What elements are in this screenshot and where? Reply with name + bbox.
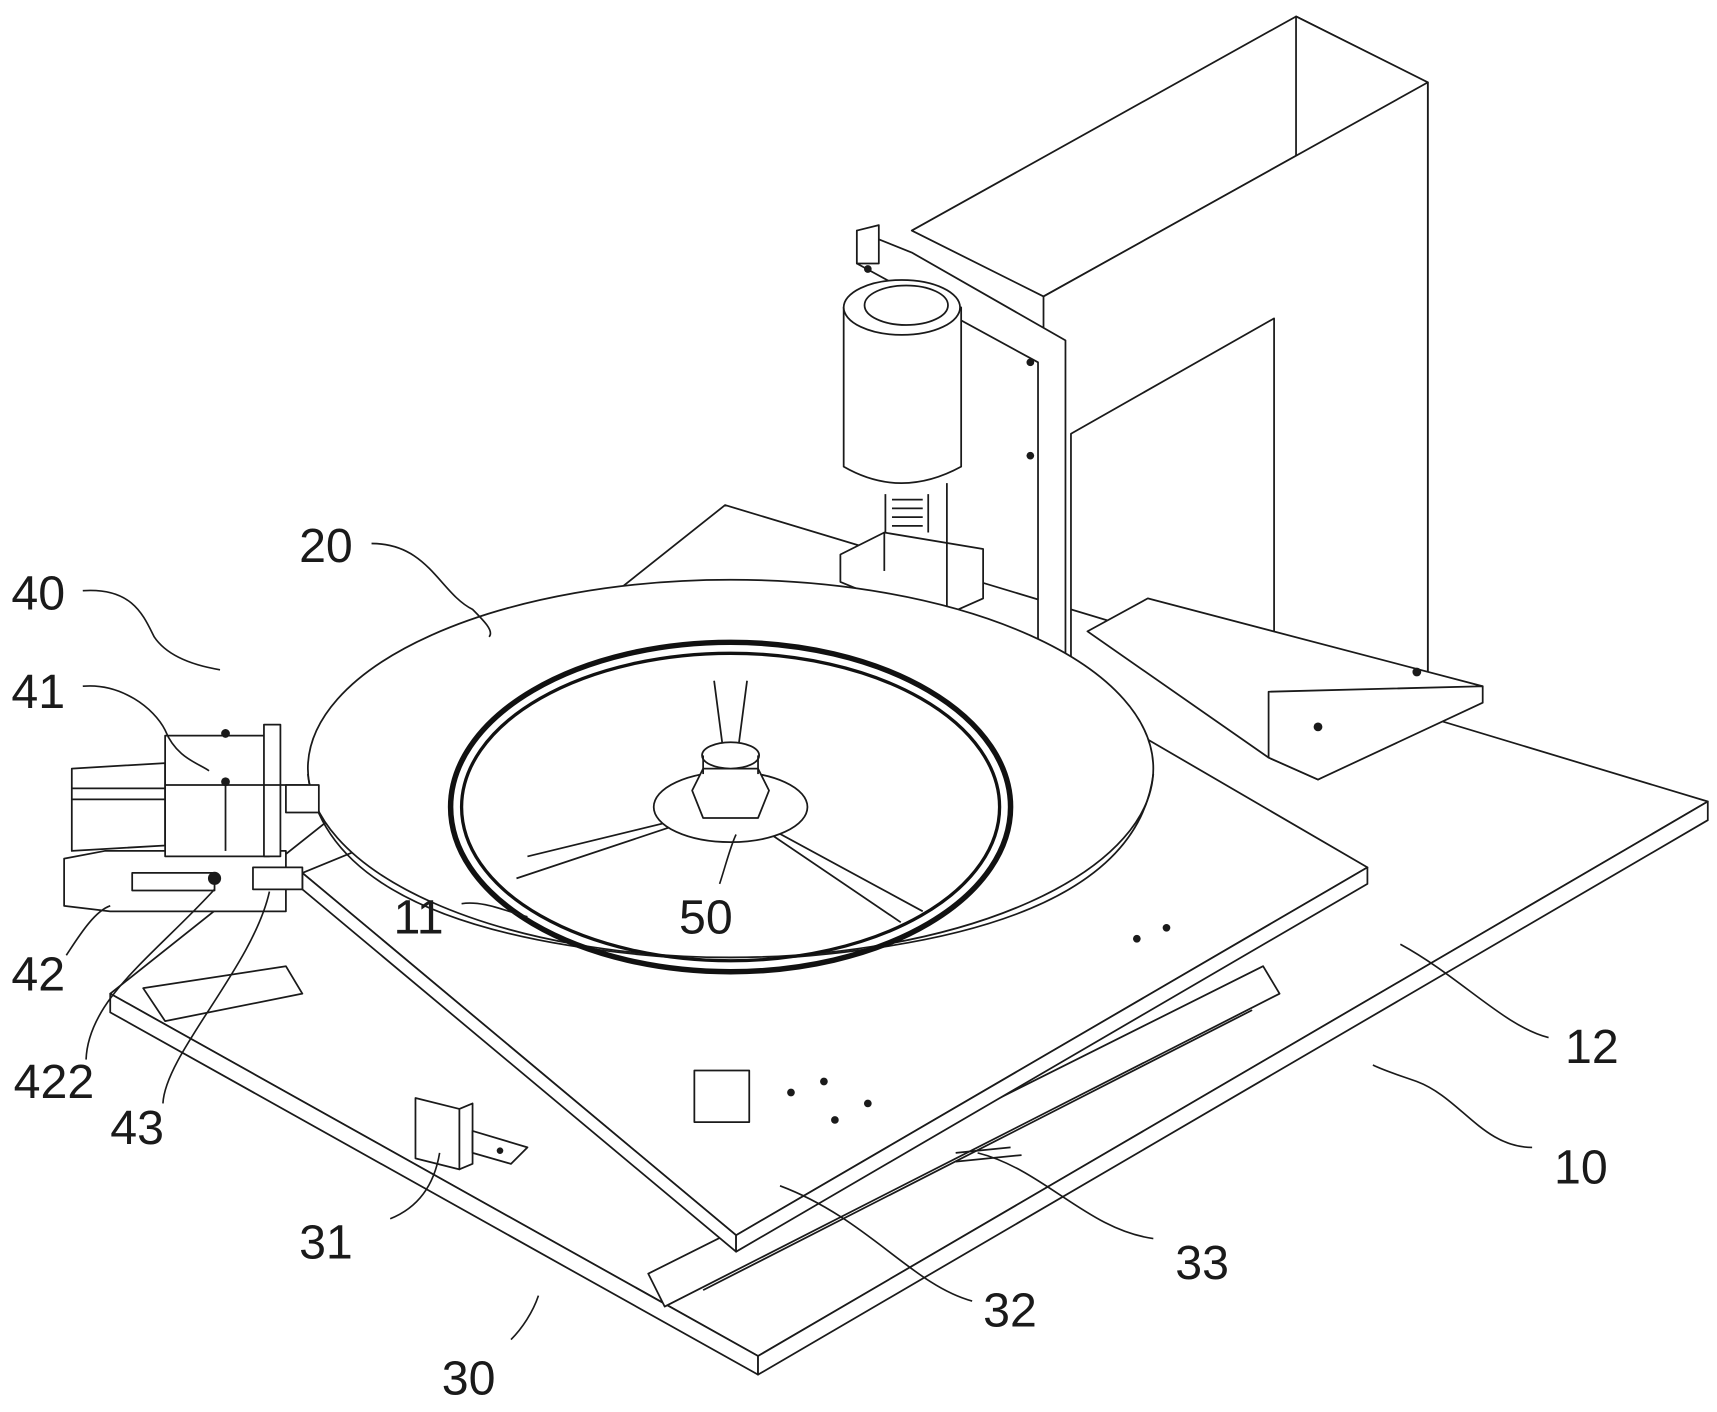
label-422: 422 (14, 1055, 95, 1109)
label-43: 43 (110, 1101, 164, 1155)
label-20: 20 (299, 519, 353, 573)
label-11: 11 (394, 890, 444, 944)
label-10: 10 (1554, 1141, 1608, 1195)
label-40: 40 (11, 566, 65, 620)
label-12: 12 (1565, 1020, 1619, 1074)
label-42: 42 (11, 947, 65, 1001)
label-31: 31 (299, 1215, 353, 1269)
label-41: 41 (11, 665, 65, 719)
clamp-unit-40 (64, 725, 319, 912)
label-50: 50 (679, 890, 733, 944)
label-33: 33 (1175, 1236, 1229, 1290)
label-30: 30 (442, 1351, 496, 1405)
label-32: 32 (983, 1283, 1037, 1337)
